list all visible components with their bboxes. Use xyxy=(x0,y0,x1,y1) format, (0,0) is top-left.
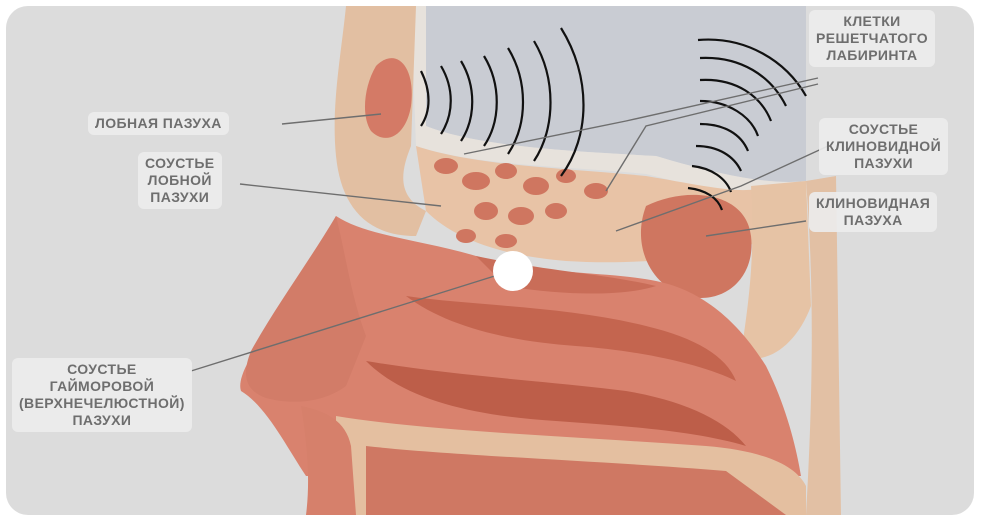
anatomy-illustration xyxy=(6,6,974,515)
label-maxillary-ostium: СОУСТЬЕ ГАЙМОРОВОЙ (ВЕРХНЕЧЕЛЮСТНОЙ) ПАЗ… xyxy=(12,358,192,432)
label-frontal-sinus: ЛОБНАЯ ПАЗУХА xyxy=(88,112,229,135)
pointer-dot xyxy=(493,251,533,291)
label-ethmoid-cells: КЛЕТКИ РЕШЕТЧАТОГО ЛАБИРИНТА xyxy=(809,10,935,67)
diagram-frame: ЛОБНАЯ ПАЗУХА СОУСТЬЕ ЛОБНОЙ ПАЗУХИ КЛЕТ… xyxy=(6,6,974,515)
label-sphenoid-sinus: КЛИНОВИДНАЯ ПАЗУХА xyxy=(809,192,937,232)
label-frontal-ostium: СОУСТЬЕ ЛОБНОЙ ПАЗУХИ xyxy=(138,152,222,209)
label-sphenoid-ostium: СОУСТЬЕ КЛИНОВИДНОЙ ПАЗУХИ xyxy=(819,118,948,175)
